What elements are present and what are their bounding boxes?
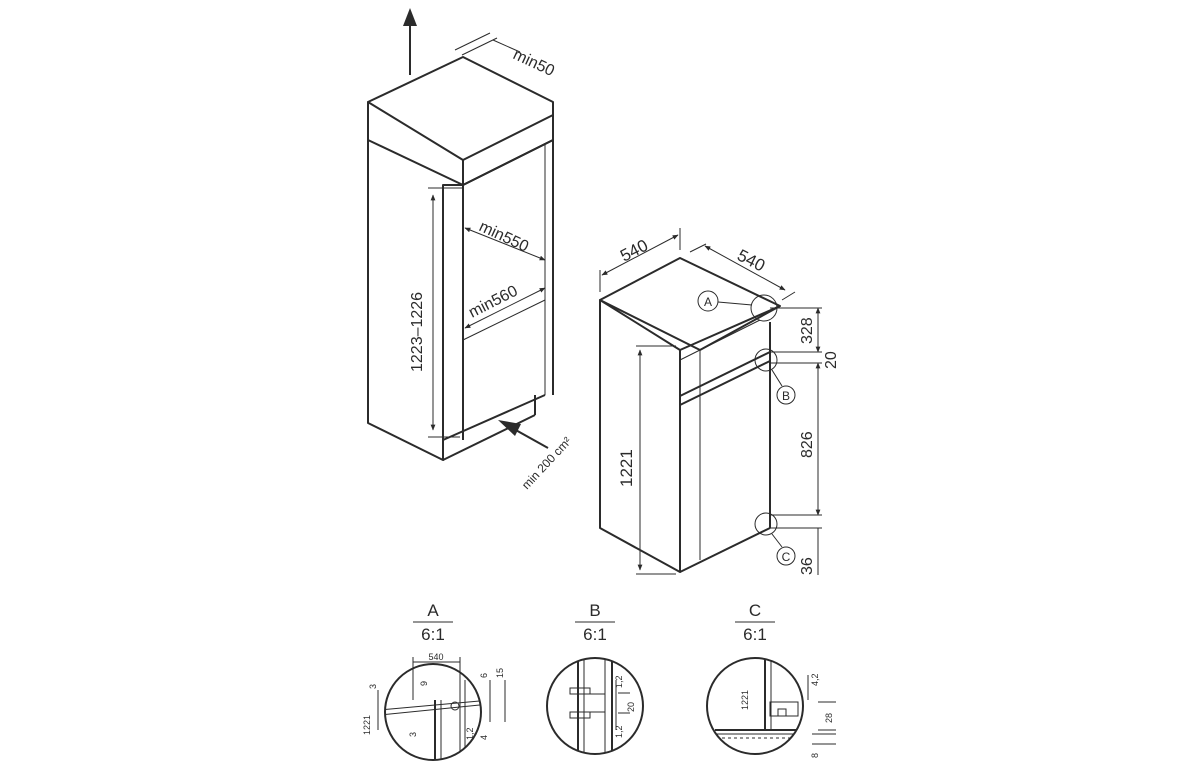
detail-c-dim-8: 8 [810, 753, 820, 758]
appliance-height-label: 1221 [617, 449, 636, 487]
detail-a-circle [750, 294, 778, 322]
ventilation-label: min 200 cm² [519, 434, 574, 492]
detail-c-dim-4-2: 4,2 [810, 673, 820, 686]
marker-c-circle [776, 546, 796, 566]
marker-c-label: C [782, 550, 791, 564]
detail-a-dim-15: 15 [495, 668, 505, 678]
top-section-label: 328 [799, 317, 816, 344]
detail-a-dim-6: 6 [479, 673, 489, 678]
detail-a-dim-1-2: 1,2 [465, 727, 475, 740]
inner-depth-label: min550 [476, 218, 531, 256]
gap-label: 20 [823, 351, 840, 369]
detail-a-dim-3-top: 3 [368, 684, 378, 689]
door-height-label: 826 [799, 431, 816, 458]
detail-c: C 6:1 1221 4,2 28 8 [706, 601, 836, 758]
marker-b-circle [776, 385, 796, 405]
detail-c-dim-1221: 1221 [740, 690, 750, 710]
detail-c-scale: 6:1 [743, 625, 767, 644]
detail-a-letter: A [427, 601, 439, 620]
detail-b-letter: B [589, 601, 600, 620]
detail-c-circle [754, 512, 778, 536]
detail-a-scale: 6:1 [421, 625, 445, 644]
detail-b-circle [754, 348, 778, 372]
detail-c-letter: C [749, 601, 761, 620]
cabinet-drawing: min50 min550 min560 1223–1226 min 200 cm… [367, 8, 574, 492]
detail-b-dim-top: 1,2 [614, 675, 624, 688]
bottom-label: 36 [799, 557, 816, 575]
cabinet-left-side [367, 101, 464, 461]
detail-a-dim-1221: 1221 [362, 715, 372, 735]
marker-b-label: B [782, 389, 790, 403]
top-clearance-label: min50 [510, 46, 557, 80]
detail-a-dim-3-bottom: 3 [408, 732, 418, 737]
detail-b-dim-bottom: 1,2 [614, 725, 624, 738]
detail-b: B 6:1 1,2 20 1,2 [546, 601, 644, 755]
detail-b-scale: 6:1 [583, 625, 607, 644]
detail-a-dim-9: 9 [419, 681, 429, 686]
appliance-width-label: 540 [617, 236, 651, 266]
marker-a-label: A [704, 295, 712, 309]
detail-b-dim-20: 20 [626, 702, 636, 712]
appliance-drawing: 540 540 1221 328 20 826 36 A B [599, 228, 840, 575]
cabinet-top [367, 56, 554, 186]
detail-c-dim-28: 28 [824, 713, 834, 723]
detail-a-dim-4: 4 [479, 735, 489, 740]
appliance-depth-label: 540 [734, 246, 768, 276]
marker-a-circle [697, 290, 719, 312]
detail-a: A 6:1 540 3 9 6 15 1221 3 1,2 4 [362, 601, 506, 761]
niche-height-label: 1223–1226 [409, 292, 426, 372]
detail-a-width: 540 [428, 652, 443, 662]
